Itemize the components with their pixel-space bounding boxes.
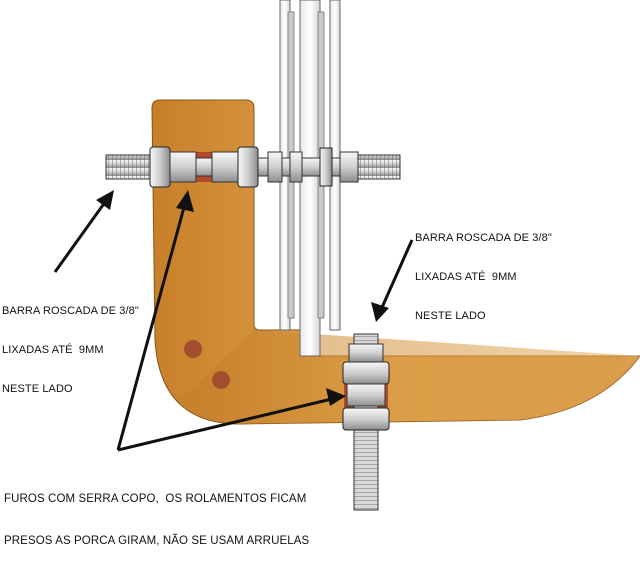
holes-note-label: FUROS COM SERRA COPO, OS ROLAMENTOS FICA…	[4, 464, 309, 576]
label-line: NESTE LADO	[415, 310, 486, 322]
rod-nuts	[149, 146, 359, 188]
bracket-hole	[212, 371, 230, 389]
vertical-threaded-rod	[342, 333, 390, 511]
assembly-drawing	[53, 0, 640, 511]
diagram-stage: BARRA ROSCADA DE 3/8" LIXADAS ATÉ 9MM NE…	[2, 0, 640, 547]
wooden-l-bracket	[151, 99, 640, 425]
label-line: PRESOS AS PORCA GIRAM, NÃO SE USAM ARRUE…	[4, 535, 310, 547]
label-line: LIXADAS ATÉ 9MM	[2, 344, 104, 356]
annotation-arrows	[53, 190, 414, 452]
label-line: BARRA ROSCADA DE 3/8"	[2, 305, 139, 317]
label-line: NESTE LADO	[2, 383, 73, 395]
rod-spec-label-right: BARRA ROSCADA DE 3/8" LIXADAS ATÉ 9MM NE…	[415, 206, 552, 349]
label-line: FUROS COM SERRA COPO, OS ROLAMENTOS FICA…	[4, 493, 307, 505]
rod-spec-label-left: BARRA ROSCADA DE 3/8" LIXADAS ATÉ 9MM NE…	[2, 279, 139, 422]
bracket-hole	[184, 340, 202, 358]
label-line: BARRA ROSCADA DE 3/8"	[415, 232, 552, 244]
label-line: LIXADAS ATÉ 9MM	[415, 271, 517, 283]
